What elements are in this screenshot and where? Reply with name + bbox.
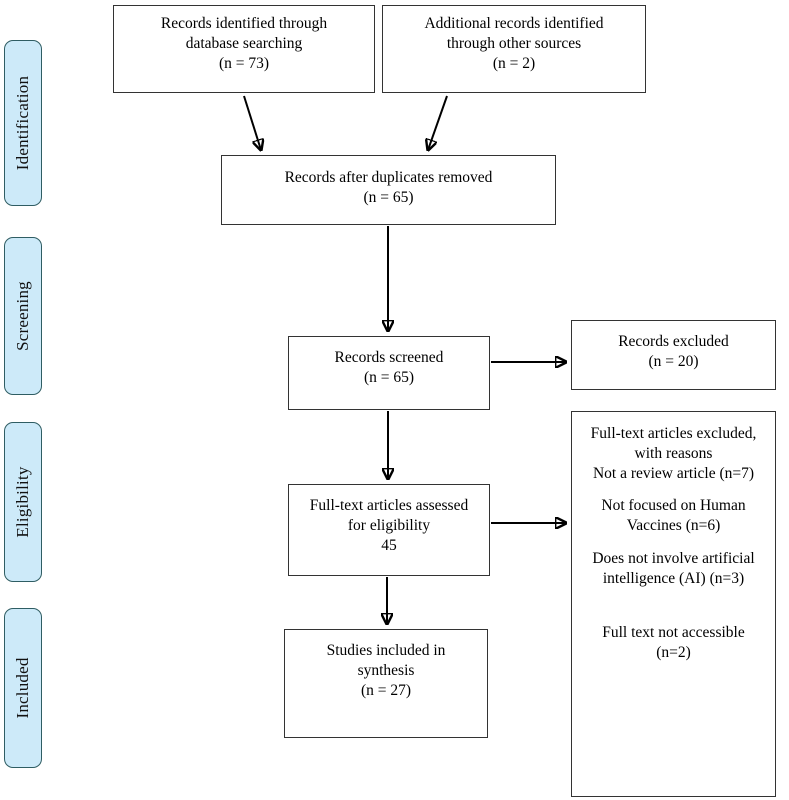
stage-tab-screening: Screening bbox=[4, 237, 42, 395]
box-studies-included-synthesis-line-2: synthesis bbox=[357, 661, 415, 679]
box-studies-included-synthesis: Studies included in synthesis (n = 27) bbox=[284, 629, 488, 738]
box-records-screened-line-1: Records screened bbox=[334, 349, 444, 366]
box-fulltext-excluded-reason-not-accessible: Full text not accessible bbox=[602, 623, 745, 641]
arrow-database-to-duplicates bbox=[243, 95, 261, 150]
box-records-identified-database-line-1: Records identified through bbox=[160, 15, 328, 32]
box-records-excluded: Records excluded (n = 20) bbox=[571, 320, 776, 390]
box-fulltext-excluded-reason-no-ai-line-2: intelligence (AI) (n=3) bbox=[602, 569, 745, 587]
box-fulltext-excluded-line-1: Full-text articles excluded, bbox=[590, 425, 757, 442]
box-fulltext-excluded-reason-not-human-vaccines-line-2: Vaccines (n=6) bbox=[626, 517, 721, 535]
box-fulltext-excluded-reason-not-review: Not a review article (n=7) bbox=[592, 464, 755, 482]
box-records-excluded-count: (n = 20) bbox=[648, 352, 699, 370]
box-studies-included-synthesis-count: (n = 27) bbox=[360, 681, 412, 699]
box-records-screened: Records screened (n = 65) bbox=[288, 336, 490, 410]
box-records-identified-database-line-2: database searching bbox=[185, 34, 303, 52]
box-fulltext-articles-excluded-reasons: Full-text articles excluded, with reason… bbox=[571, 411, 776, 797]
stage-tab-included: Included bbox=[4, 608, 42, 768]
box-fulltext-excluded-reason-not-accessible-count: (n=2) bbox=[656, 643, 691, 661]
box-records-identified-database-count: (n = 73) bbox=[218, 54, 270, 72]
box-fulltext-articles-assessed: Full-text articles assessed for eligibil… bbox=[288, 484, 490, 576]
box-records-excluded-line-1: Records excluded bbox=[618, 333, 729, 350]
box-studies-included-synthesis-line-1: Studies included in bbox=[326, 642, 446, 659]
box-fulltext-excluded-line-2: with reasons bbox=[634, 444, 713, 462]
box-fulltext-articles-assessed-count: 45 bbox=[381, 536, 397, 554]
box-records-after-duplicates-removed: Records after duplicates removed (n = 65… bbox=[221, 155, 556, 225]
box-additional-records-other-sources-line-1: Additional records identified bbox=[424, 15, 604, 32]
box-records-after-duplicates-removed-count: (n = 65) bbox=[363, 188, 414, 206]
box-records-after-duplicates-removed-line-1: Records after duplicates removed bbox=[284, 169, 493, 186]
stage-tab-identification: Identification bbox=[4, 40, 42, 206]
box-records-screened-count: (n = 65) bbox=[363, 368, 415, 386]
box-additional-records-other-sources: Additional records identified through ot… bbox=[382, 5, 646, 93]
box-additional-records-other-sources-line-2: through other sources bbox=[446, 34, 582, 52]
box-fulltext-excluded-reason-not-human-vaccines-line-1: Not focused on Human bbox=[601, 497, 746, 515]
box-fulltext-articles-assessed-line-2: for eligibility bbox=[347, 516, 431, 534]
box-fulltext-excluded-reason-no-ai-line-1: Does not involve artificial bbox=[592, 550, 755, 568]
box-fulltext-articles-assessed-line-1: Full-text articles assessed bbox=[309, 497, 469, 514]
stage-tab-eligibility: Eligibility bbox=[4, 422, 42, 582]
box-additional-records-other-sources-count: (n = 2) bbox=[492, 54, 536, 72]
arrow-other-sources-to-duplicates bbox=[428, 95, 448, 150]
box-records-identified-database: Records identified through database sear… bbox=[113, 5, 375, 93]
